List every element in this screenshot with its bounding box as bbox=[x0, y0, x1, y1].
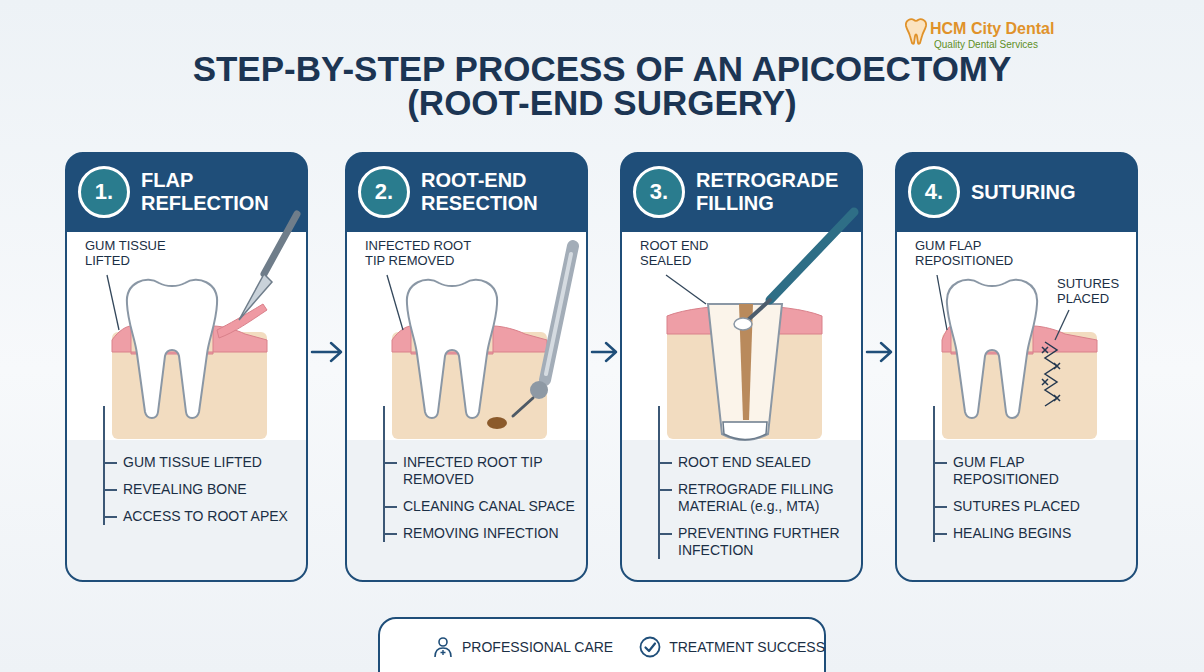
step-number: 3. bbox=[650, 180, 668, 204]
callout-label: INFECTED ROOT TIP REMOVED bbox=[365, 238, 483, 268]
step-title: RETROGRADE FILLING bbox=[696, 154, 856, 230]
step-title: FLAP REFLECTION bbox=[141, 154, 301, 230]
bullet-list: GUM FLAP REPOSITIONED SUTURES PLACED HEALI… bbox=[933, 406, 1130, 542]
summary-item: TREATMENT SUCCESS bbox=[669, 636, 825, 658]
logo-wordmark: HCM City Dental bbox=[930, 20, 1054, 38]
logo-icon bbox=[903, 17, 929, 45]
leader-line bbox=[107, 275, 119, 330]
flow-arrow bbox=[592, 343, 616, 361]
leader-line bbox=[387, 275, 403, 330]
step-panel: FLAP REFLECTIONGUM TISSUE LIFTEDGUM TISS… bbox=[65, 152, 308, 582]
callout-label: GUM FLAP REPOSITIONED bbox=[915, 238, 1020, 268]
bullet-item: SUTURES PLACED bbox=[935, 498, 1130, 515]
bullet-item: REMOVING INFECTION bbox=[385, 525, 580, 542]
logo-tagline: Quality Dental Services bbox=[934, 39, 1038, 51]
bullet-item: RETROGRADE FILLING MATERIAL (e.g., MTA) bbox=[660, 481, 855, 515]
bullet-item: INFECTED ROOT TIP REMOVED bbox=[385, 454, 580, 488]
bullet-list: ROOT END SEALED RETROGRADE FILLING MATERI… bbox=[658, 406, 855, 559]
summary-item: PROFESSIONAL CARE bbox=[462, 636, 613, 658]
bullet-list: INFECTED ROOT TIP REMOVED CLEANING CANAL … bbox=[383, 406, 580, 542]
diagram-title: STEP-BY-STEP PROCESS OF AN APICOECTOMY (… bbox=[152, 52, 1052, 120]
bullet-item: ROOT END SEALED bbox=[660, 454, 855, 471]
bullet-item: REVEALING BONE bbox=[105, 481, 300, 498]
check-icon bbox=[639, 636, 661, 658]
scalpel bbox=[239, 214, 297, 320]
tooth bbox=[127, 280, 217, 418]
bullet-item: GUM TISSUE LIFTED bbox=[105, 454, 300, 471]
step-title: ROOT-END RESECTION bbox=[421, 154, 581, 230]
leader-line bbox=[666, 275, 706, 304]
carrier-instrument bbox=[734, 212, 854, 330]
step-number-badge: 3. bbox=[633, 166, 685, 218]
step-number: 4. bbox=[925, 180, 943, 204]
step-title: SUTURING bbox=[971, 154, 1131, 230]
step-panel: ROOT-END RESECTION INFECTED ROOT TIP REMO… bbox=[345, 152, 588, 582]
sutures bbox=[1042, 342, 1060, 406]
root bbox=[708, 304, 782, 440]
professional-icon bbox=[432, 636, 454, 658]
bullet-item: CLEANING CANAL SPACE bbox=[385, 498, 580, 515]
bullet-item: HEALING BEGINS bbox=[935, 525, 1130, 542]
step-panel: SUTURING GUM FLAP REPOSITIONED SUTURES PLA… bbox=[895, 152, 1138, 582]
infected-tip bbox=[487, 417, 507, 429]
tooth bbox=[407, 280, 497, 418]
handpiece bbox=[513, 246, 573, 416]
bullet-list: GUM TISSUE LIFTED REVEALING BONE ACCESS TO… bbox=[103, 406, 300, 525]
step-number: 1. bbox=[95, 180, 113, 204]
summary-box: PROFESSIONAL CARE TREATMENT SUCCESS bbox=[378, 617, 826, 672]
callout-label: SUTURES PLACED bbox=[1057, 276, 1131, 306]
step-number: 2. bbox=[375, 180, 393, 204]
tooth bbox=[947, 280, 1037, 418]
step-number-badge: 4. bbox=[908, 166, 960, 218]
callout-label: GUM TISSUE LIFTED bbox=[85, 238, 185, 268]
flow-arrow bbox=[867, 343, 891, 361]
flow-arrow bbox=[312, 343, 341, 361]
bullet-item: GUM FLAP REPOSITIONED bbox=[935, 454, 1130, 488]
step-number-badge: 1. bbox=[78, 166, 130, 218]
callout-label: ROOT END SEALED bbox=[640, 238, 735, 268]
step-number-badge: 2. bbox=[358, 166, 410, 218]
bullet-item: ACCESS TO ROOT APEX bbox=[105, 508, 300, 525]
leader-line bbox=[937, 275, 1069, 340]
bullet-item: PREVENTING FURTHER INFECTION bbox=[660, 525, 855, 559]
step-panel: RETROGRADE FILLINGROOT END SEALEDROOT EN… bbox=[620, 152, 863, 582]
lifted-flap bbox=[217, 304, 267, 338]
